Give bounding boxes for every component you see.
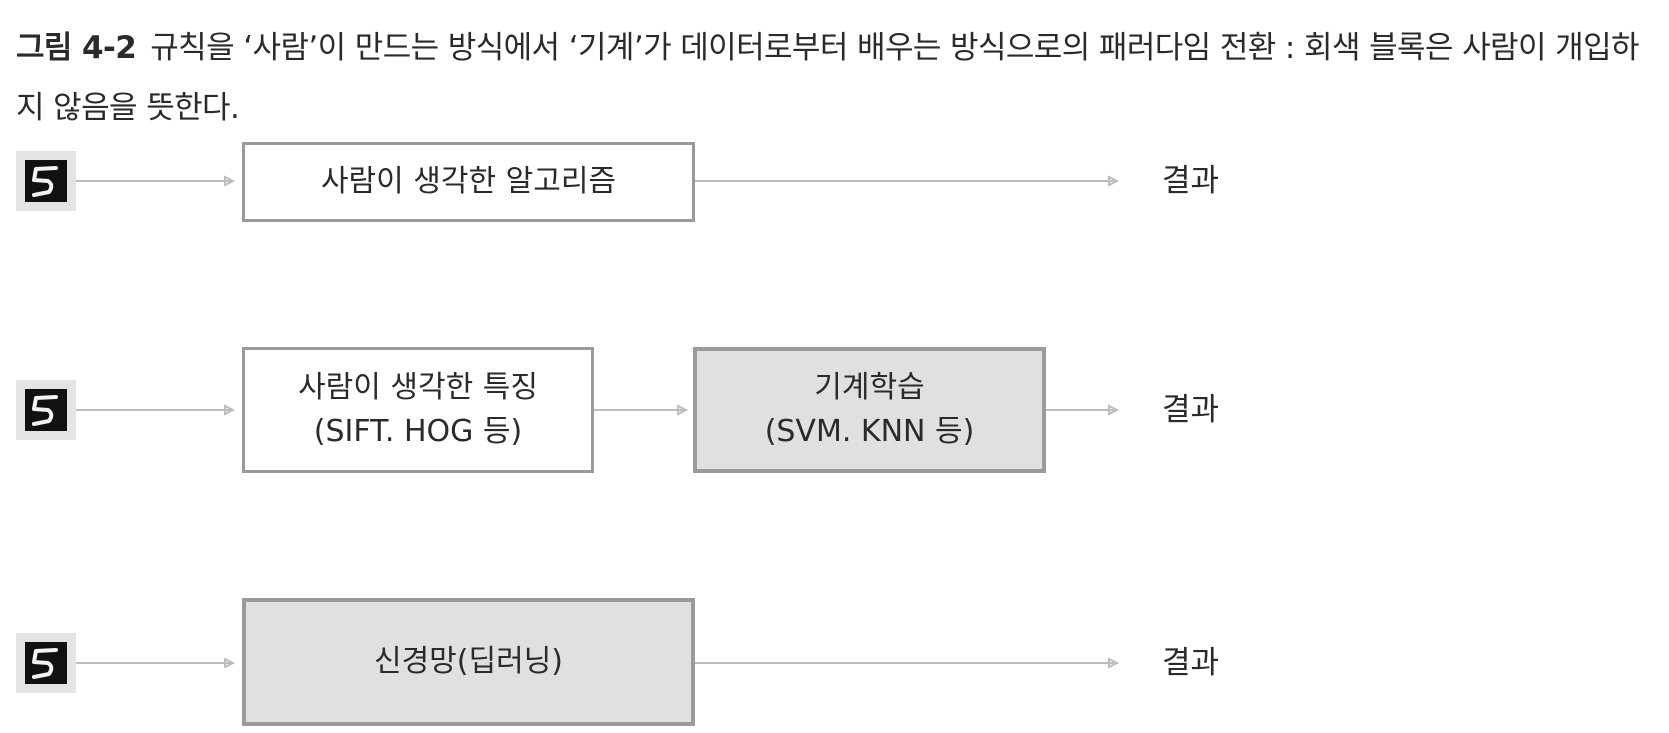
block-line: 사람이 생각한 알고리즘 <box>320 164 617 199</box>
figure-caption-text: 규칙을 ‘사람’이 만드는 방식에서 ‘기계’가 데이터로부터 배우는 방식으로… <box>16 30 1640 126</box>
machine-learning-block: 기계학습 (SVM. KNN 등) <box>693 347 1046 473</box>
result-label-row2: 결과 <box>1162 392 1220 428</box>
arrowhead-row2-middle <box>677 404 689 416</box>
arrowhead-row2-output <box>1108 404 1120 416</box>
block-line: (SVM. KNN 등) <box>764 414 975 449</box>
human-algorithm-block: 사람이 생각한 알고리즘 <box>242 142 695 222</box>
arrowhead-row2-input <box>224 404 236 416</box>
digit-image-row3 <box>16 633 76 693</box>
result-label-row1: 결과 <box>1162 163 1220 199</box>
result-label-row3: 결과 <box>1162 645 1220 681</box>
digit-image-row2 <box>16 380 76 440</box>
arrowhead-row1-output <box>1108 175 1120 187</box>
arrowhead-row1-input <box>224 175 236 187</box>
block-line: (SIFT. HOG 등) <box>313 414 523 449</box>
human-feature-block: 사람이 생각한 특징 (SIFT. HOG 등) <box>242 347 594 473</box>
arrowhead-row3-output <box>1108 657 1120 669</box>
handwritten-digit-five-icon <box>25 160 67 202</box>
arrowhead-row3-input <box>224 657 236 669</box>
handwritten-digit-five-icon <box>25 389 67 431</box>
neural-network-block: 신경망(딥러닝) <box>242 598 695 726</box>
digit-image-row1 <box>16 151 76 211</box>
block-line: 신경망(딥러닝) <box>373 644 563 679</box>
block-line: 기계학습 <box>814 370 925 405</box>
figure-number: 그림 4-2 <box>16 30 137 66</box>
handwritten-digit-five-icon <box>25 642 67 684</box>
block-line: 사람이 생각한 특징 <box>298 370 538 405</box>
